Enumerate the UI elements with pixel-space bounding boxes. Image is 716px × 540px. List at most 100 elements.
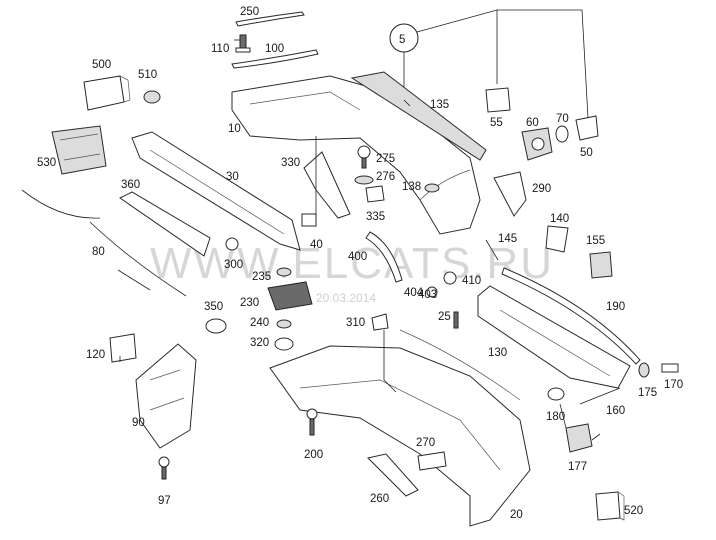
- part-404-screw[interactable]: [426, 286, 438, 298]
- part-40-mount[interactable]: [301, 213, 317, 227]
- part-270-clip[interactable]: [417, 451, 447, 471]
- callout-135: 135: [430, 99, 449, 111]
- callout-60: 60: [526, 117, 539, 129]
- part-50-holder[interactable]: [575, 115, 599, 141]
- callout-labels: 250 110 100 500 510 10 135 55 60 70 50 5…: [37, 6, 683, 521]
- callout-40: 40: [310, 239, 323, 251]
- part-180-plug[interactable]: [547, 387, 565, 401]
- callout-100: 100: [265, 43, 284, 55]
- callout-145: 145: [498, 233, 517, 245]
- callout-160: 160: [606, 405, 625, 417]
- part-135-trim-strip[interactable]: [350, 71, 487, 161]
- part-310-clip[interactable]: [371, 313, 389, 331]
- part-350-cap[interactable]: [205, 318, 227, 334]
- callout-290: 290: [532, 183, 551, 195]
- callout-240: 240: [250, 317, 269, 329]
- part-30-bracket[interactable]: [131, 131, 301, 251]
- callout-90: 90: [132, 417, 145, 429]
- part-300-clip[interactable]: [225, 237, 239, 251]
- part-140-cover[interactable]: [545, 225, 569, 253]
- callout-276: 276: [376, 171, 395, 183]
- callout-10: 10: [228, 123, 241, 135]
- part-360-bracket[interactable]: [119, 191, 211, 257]
- part-200-screw[interactable]: [306, 408, 318, 436]
- callout-270: 270: [416, 437, 435, 449]
- callout-170: 170: [664, 379, 683, 391]
- callout-230: 230: [240, 297, 259, 309]
- part-60-sensor[interactable]: [521, 127, 553, 161]
- callout-500: 500: [92, 59, 111, 71]
- part-80-wiring-harness[interactable]: [21, 189, 187, 297]
- part-120-plate[interactable]: [109, 333, 137, 363]
- callout-350: 350: [204, 301, 223, 313]
- callout-50: 50: [580, 147, 593, 159]
- part-500-sensor-box[interactable]: [83, 75, 131, 111]
- part-138-washer[interactable]: [424, 183, 440, 193]
- part-276-nut[interactable]: [354, 175, 374, 185]
- callout-140: 140: [550, 213, 569, 225]
- part-100-trim-strip[interactable]: [231, 49, 319, 69]
- callout-177: 177: [568, 461, 587, 473]
- watermark-brand: WWW.ELCATS.RU: [150, 239, 554, 288]
- group-5-callout[interactable]: 5: [389, 9, 589, 119]
- part-70-ring[interactable]: [555, 125, 569, 143]
- callout-130: 130: [488, 347, 507, 359]
- watermark: WWW.ELCATS.RU 20.03.2014: [150, 239, 554, 305]
- callout-400: 400: [348, 251, 367, 263]
- callout-55: 55: [490, 117, 503, 129]
- part-160-diffuser[interactable]: [477, 285, 631, 389]
- part-400-trim-strip[interactable]: [365, 231, 403, 283]
- part-260-bracket[interactable]: [367, 453, 419, 497]
- callout-70: 70: [556, 113, 569, 125]
- callout-155: 155: [586, 235, 605, 247]
- part-290-cap[interactable]: [493, 171, 527, 217]
- part-275-screw[interactable]: [357, 145, 371, 169]
- part-410-nut[interactable]: [443, 271, 457, 285]
- part-240-washer[interactable]: [276, 319, 292, 329]
- callout-410: 410: [462, 275, 481, 287]
- part-250-trim-strip[interactable]: [235, 11, 305, 27]
- part-97-screw[interactable]: [158, 456, 170, 480]
- callout-80: 80: [92, 246, 105, 258]
- callout-404: 404: [404, 287, 424, 299]
- part-20-lower-bumper[interactable]: [269, 345, 531, 527]
- part-130-trim-strip[interactable]: [399, 329, 521, 401]
- part-170-screw[interactable]: [661, 363, 679, 373]
- callout-320: 320: [250, 337, 269, 349]
- part-320-bushing[interactable]: [274, 337, 294, 351]
- callout-175: 175: [638, 387, 657, 399]
- callout-260: 260: [370, 493, 389, 505]
- callout-97: 97: [158, 495, 171, 507]
- watermark-date: 20.03.2014: [316, 291, 376, 305]
- part-55-cap[interactable]: [485, 87, 511, 113]
- part-155-module[interactable]: [589, 251, 613, 279]
- part-25-screw[interactable]: [453, 311, 459, 329]
- part-177-sensor[interactable]: [565, 423, 593, 453]
- callout-330: 330: [281, 157, 300, 169]
- part-520-box[interactable]: [595, 491, 625, 521]
- callout-510: 510: [138, 69, 157, 81]
- callout-250: 250: [240, 6, 259, 18]
- callout-200: 200: [304, 449, 323, 461]
- callout-520: 520: [624, 505, 643, 517]
- part-510-clip[interactable]: [143, 90, 161, 104]
- callout-403: 403: [418, 289, 437, 301]
- callout-120: 120: [86, 349, 105, 361]
- leader-lines: [119, 39, 621, 441]
- part-145-clip[interactable]: [485, 239, 499, 261]
- part-190-trim-strip[interactable]: [501, 267, 641, 365]
- part-230-mount[interactable]: [267, 281, 313, 311]
- part-90-bracket[interactable]: [135, 343, 197, 449]
- part-175-washer[interactable]: [638, 362, 650, 378]
- callout-275: 275: [376, 153, 395, 165]
- callout-110: 110: [211, 43, 229, 55]
- part-110-clip[interactable]: [235, 34, 251, 53]
- callout-300: 300: [224, 259, 243, 271]
- callout-138: 138: [402, 181, 421, 193]
- part-235-washer[interactable]: [276, 267, 292, 277]
- callout-360: 360: [121, 179, 140, 191]
- part-530-bracket[interactable]: [51, 125, 107, 175]
- part-335-clip[interactable]: [365, 185, 385, 203]
- part-330-bracket[interactable]: [303, 151, 351, 219]
